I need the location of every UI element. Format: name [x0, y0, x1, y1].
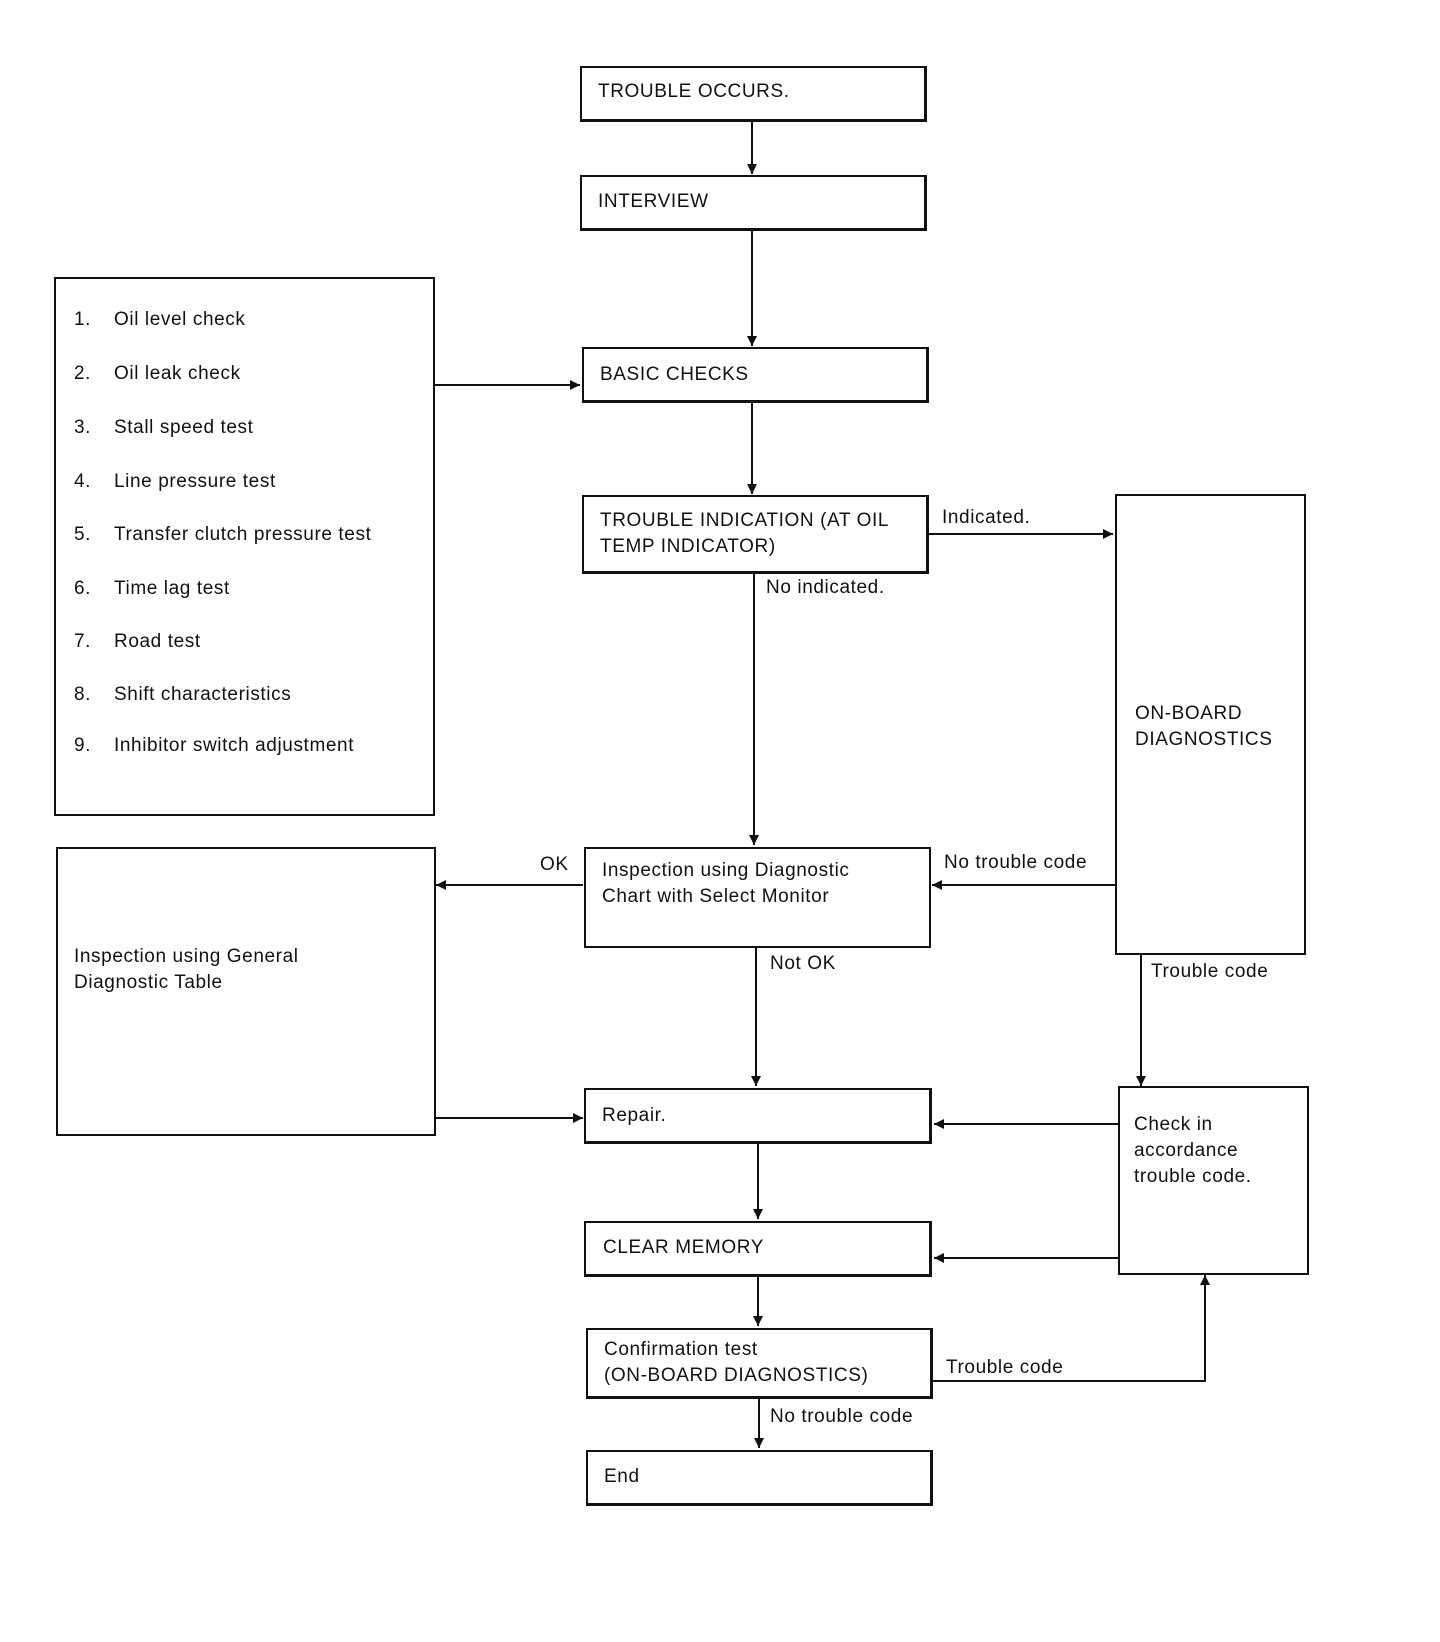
edge-label-no-indicated: No indicated.	[766, 577, 885, 598]
list-item-text: Oil level check	[114, 309, 246, 330]
edge-label-not-ok: Not OK	[770, 953, 836, 974]
list-item: 4. Line pressure test	[74, 471, 276, 493]
list-item: 1. Oil level check	[74, 309, 246, 331]
list-item-text: Oil leak check	[114, 363, 241, 384]
list-item: 6. Time lag test	[74, 578, 230, 600]
clear-memory-box: CLEAR MEMORY	[584, 1221, 932, 1277]
list-item-text: Line pressure test	[114, 471, 276, 492]
confirmation-test-box: Confirmation test (ON-BOARD DIAGNOSTICS)	[586, 1328, 933, 1399]
edge-label-ok: OK	[540, 854, 569, 875]
list-item-text: Stall speed test	[114, 417, 254, 438]
list-item-number: 2.	[74, 363, 92, 384]
list-item-number: 4.	[74, 471, 92, 492]
inspection-general-table-label: Inspection using General Diagnostic Tabl…	[74, 946, 299, 993]
list-item-number: 5.	[74, 524, 92, 545]
clear-memory-label: CLEAR MEMORY	[603, 1237, 764, 1258]
list-item-text: Shift characteristics	[114, 684, 292, 705]
edge-label-trouble-code-obd: Trouble code	[1151, 961, 1269, 982]
edge-label-trouble-code-confirm: Trouble code	[946, 1357, 1064, 1378]
list-item-text: Transfer clutch pressure test	[114, 524, 372, 545]
list-item-number: 9.	[74, 735, 92, 756]
list-item-number: 3.	[74, 417, 92, 438]
list-item: 8. Shift characteristics	[74, 684, 291, 706]
arrow-confirm-to-check	[932, 1275, 1210, 1382]
list-item-number: 6.	[74, 578, 92, 599]
list-item-number: 1.	[74, 309, 92, 330]
basic-checks-box: BASIC CHECKS	[582, 347, 929, 403]
interview-box: INTERVIEW	[580, 175, 927, 231]
check-trouble-code-box: Check in accordance trouble code.	[1118, 1086, 1309, 1275]
list-item: 3. Stall speed test	[74, 417, 254, 439]
list-item: 5. Transfer clutch pressure test	[74, 524, 371, 546]
list-item-text: Time lag test	[114, 578, 230, 599]
edge-label-no-trouble-code-obd: No trouble code	[944, 852, 1088, 873]
trouble-occurs-box: TROUBLE OCCURS.	[580, 66, 927, 122]
trouble-indication-label: TROUBLE INDICATION (AT OIL TEMP INDICATO…	[600, 510, 890, 557]
edge-label-indicated: Indicated.	[942, 507, 1031, 528]
list-item-text: Road test	[114, 631, 201, 652]
check-trouble-code-label: Check in accordance trouble code.	[1134, 1114, 1252, 1187]
end-label: End	[604, 1466, 640, 1487]
confirmation-test-label: Confirmation test (ON-BOARD DIAGNOSTICS)	[604, 1339, 869, 1386]
list-item-text: Inhibitor switch adjustment	[114, 735, 355, 756]
list-item: 7. Road test	[74, 631, 201, 653]
interview-label: INTERVIEW	[598, 191, 709, 212]
edge-label-no-trouble-code-confirm: No trouble code	[770, 1406, 914, 1427]
basic-checks-list-box	[54, 277, 435, 816]
trouble-indication-box: TROUBLE INDICATION (AT OIL TEMP INDICATO…	[582, 495, 929, 574]
on-board-diagnostics-label: ON-BOARD DIAGNOSTICS	[1135, 703, 1273, 750]
list-item-number: 7.	[74, 631, 92, 652]
on-board-diagnostics-box: ON-BOARD DIAGNOSTICS	[1115, 494, 1306, 955]
basic-checks-label: BASIC CHECKS	[600, 364, 749, 385]
list-item: 2. Oil leak check	[74, 363, 241, 385]
list-item: 9. Inhibitor switch adjustment	[74, 735, 354, 757]
inspection-select-monitor-box: Inspection using Diagnostic Chart with S…	[584, 847, 931, 948]
repair-box: Repair.	[584, 1088, 932, 1144]
repair-label: Repair.	[602, 1105, 667, 1126]
inspection-select-monitor-label: Inspection using Diagnostic Chart with S…	[602, 860, 850, 907]
end-box: End	[586, 1450, 933, 1506]
trouble-occurs-label: TROUBLE OCCURS.	[598, 81, 790, 102]
inspection-general-table-box: Inspection using General Diagnostic Tabl…	[56, 847, 436, 1136]
list-item-number: 8.	[74, 684, 92, 705]
